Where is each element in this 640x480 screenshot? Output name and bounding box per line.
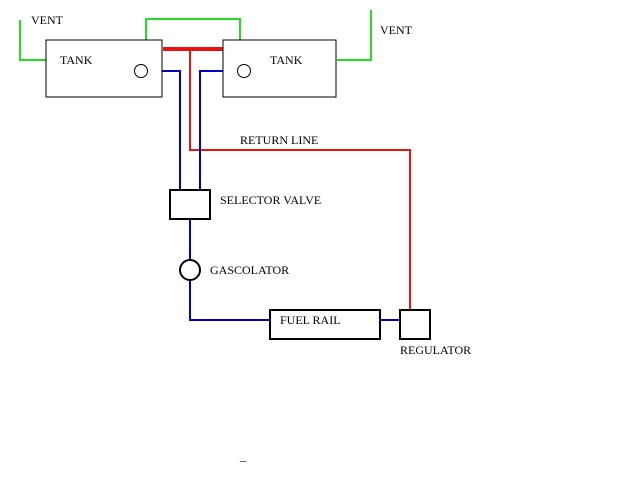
gascolator-icon: [179, 259, 201, 281]
tank-right-label: TANK: [270, 53, 303, 67]
return-line-path: [189, 49, 411, 310]
selector-valve-label: SELECTOR VALVE: [220, 193, 321, 207]
regulator-label: REGULATOR: [400, 343, 471, 357]
fuel-rail-label: FUEL RAIL: [280, 313, 341, 327]
stray-mark: _: [239, 449, 247, 463]
vent-left-label: VENT: [31, 13, 64, 27]
vent-line-left: [19, 20, 46, 61]
vent-right-label: VENT: [380, 23, 413, 37]
gascolator-label: GASCOLATOR: [210, 263, 289, 277]
supply-line-gascolator-to-rail: [189, 280, 270, 321]
fuel-rail: [269, 309, 381, 340]
selector-valve: [169, 189, 211, 220]
tank-left-outlet-icon: [134, 64, 148, 78]
vent-line-right: [337, 10, 372, 61]
tank-right-outlet-icon: [237, 64, 251, 78]
tank-right: TANK: [222, 39, 337, 98]
regulator: [399, 309, 431, 340]
tank-left: TANK: [45, 39, 163, 98]
return-line-label: RETURN LINE: [240, 133, 318, 147]
return-line: [163, 47, 411, 310]
tank-crossover-vent: [145, 18, 241, 40]
tank-left-label: TANK: [60, 53, 93, 67]
vent-lines: [19, 10, 372, 61]
